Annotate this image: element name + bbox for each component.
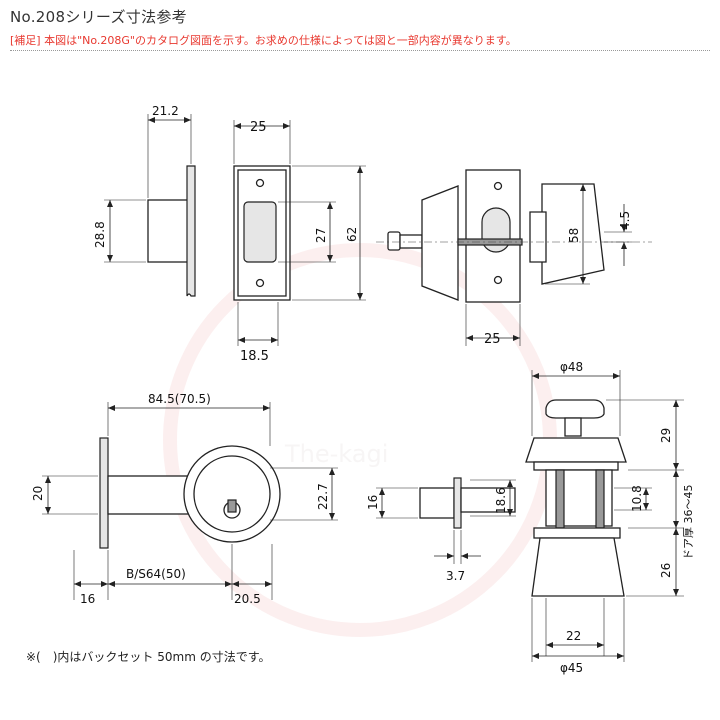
cylinder-collar [529,211,547,263]
dim-4-5: 4.5 [618,211,632,230]
dim-phi45: φ45 [560,661,583,675]
dim-21-2: 21.2 [152,104,179,118]
lock-side-view: 58 4.5 25 [376,169,652,347]
supplement-note: [補足] 本図は"No.208G"のカタログ図面を示す。お求めの仕様によっては図… [10,32,517,48]
dim-27: 27 [314,228,328,243]
dim-18-5: 18.5 [240,349,269,364]
assembly-thumb-turn [545,399,605,419]
header-divider [10,50,710,51]
dim-latch-16: 16 [366,495,380,510]
dim-25-bottom: 25 [484,332,501,347]
supplement-text: 本図は"No.208G"のカタログ図面を示す。お求めの仕様によっては図と一部内容… [44,34,517,47]
screw-hole-top [255,178,265,188]
side-screw-bottom [493,275,503,285]
keyway-slot [227,499,237,513]
footnote: ※( )内はバックセット 50mm の寸法です。 [26,650,271,664]
dim-28-8: 28.8 [93,221,107,248]
screw-hole-bottom [255,278,265,288]
assembly-outer-cylinder [531,537,625,597]
dim-3-7: 3.7 [446,569,465,583]
dim-20-5: 20.5 [234,592,261,606]
bolt-faceplate [186,165,196,297]
assembly-inner-rose [525,437,627,463]
thumb-knob [387,231,401,251]
assembly-thumb-stem [564,417,582,437]
dim-62: 62 [345,227,359,242]
latch-faceplate [453,477,462,529]
front-backset-view: 84.5(70.5) 20 22.7 B/S64(50) 16 20.5 [31,392,338,606]
dim-22: 22 [566,629,581,643]
dim-25-top: 25 [250,120,267,135]
side-screw-top [493,181,503,191]
dim-18-6: 18.6 [494,487,508,514]
latch-tube [460,487,516,513]
dim-phi48: φ48 [560,360,583,374]
watermark: The-kagi [163,243,557,637]
dim-29: 29 [659,428,673,443]
front-faceplate [99,437,109,549]
cylinder-rose-inner [193,455,271,533]
thumb-neck [399,234,423,249]
tie-bolt-left [555,469,565,529]
bolt-body [147,199,192,263]
supplement-tag: [補足] [10,34,41,47]
dim-20: 20 [31,486,45,501]
dim-16-left: 16 [80,592,95,606]
dim-10-8: 10.8 [630,485,644,512]
latch-bolt [419,487,455,519]
dim-26: 26 [659,563,673,578]
strike-slot [243,201,277,263]
watermark-text: The-kagi [284,440,388,468]
assembly-inner-ring [533,461,619,471]
bolt-side-view: 21.2 28.8 [93,104,196,297]
tie-bolt-right [595,469,605,529]
assembly-outer-ring [533,527,621,539]
dim-22-7: 22.7 [316,483,330,510]
strike-plate-view: 25 27 62 18.5 [233,120,366,364]
page-title: No.208シリーズ寸法参考 [10,8,187,26]
dim-bs64: B/S64(50) [126,567,186,581]
dim-84-5: 84.5(70.5) [148,392,211,406]
assembly-view: φ48 29 ドア厚 36～45 26 16 18.6 10.8 3.7 [366,360,695,675]
dim-58: 58 [567,228,581,243]
dim-door-thickness: ドア厚 36～45 [682,485,695,561]
thumb-turn-rose [421,185,459,301]
